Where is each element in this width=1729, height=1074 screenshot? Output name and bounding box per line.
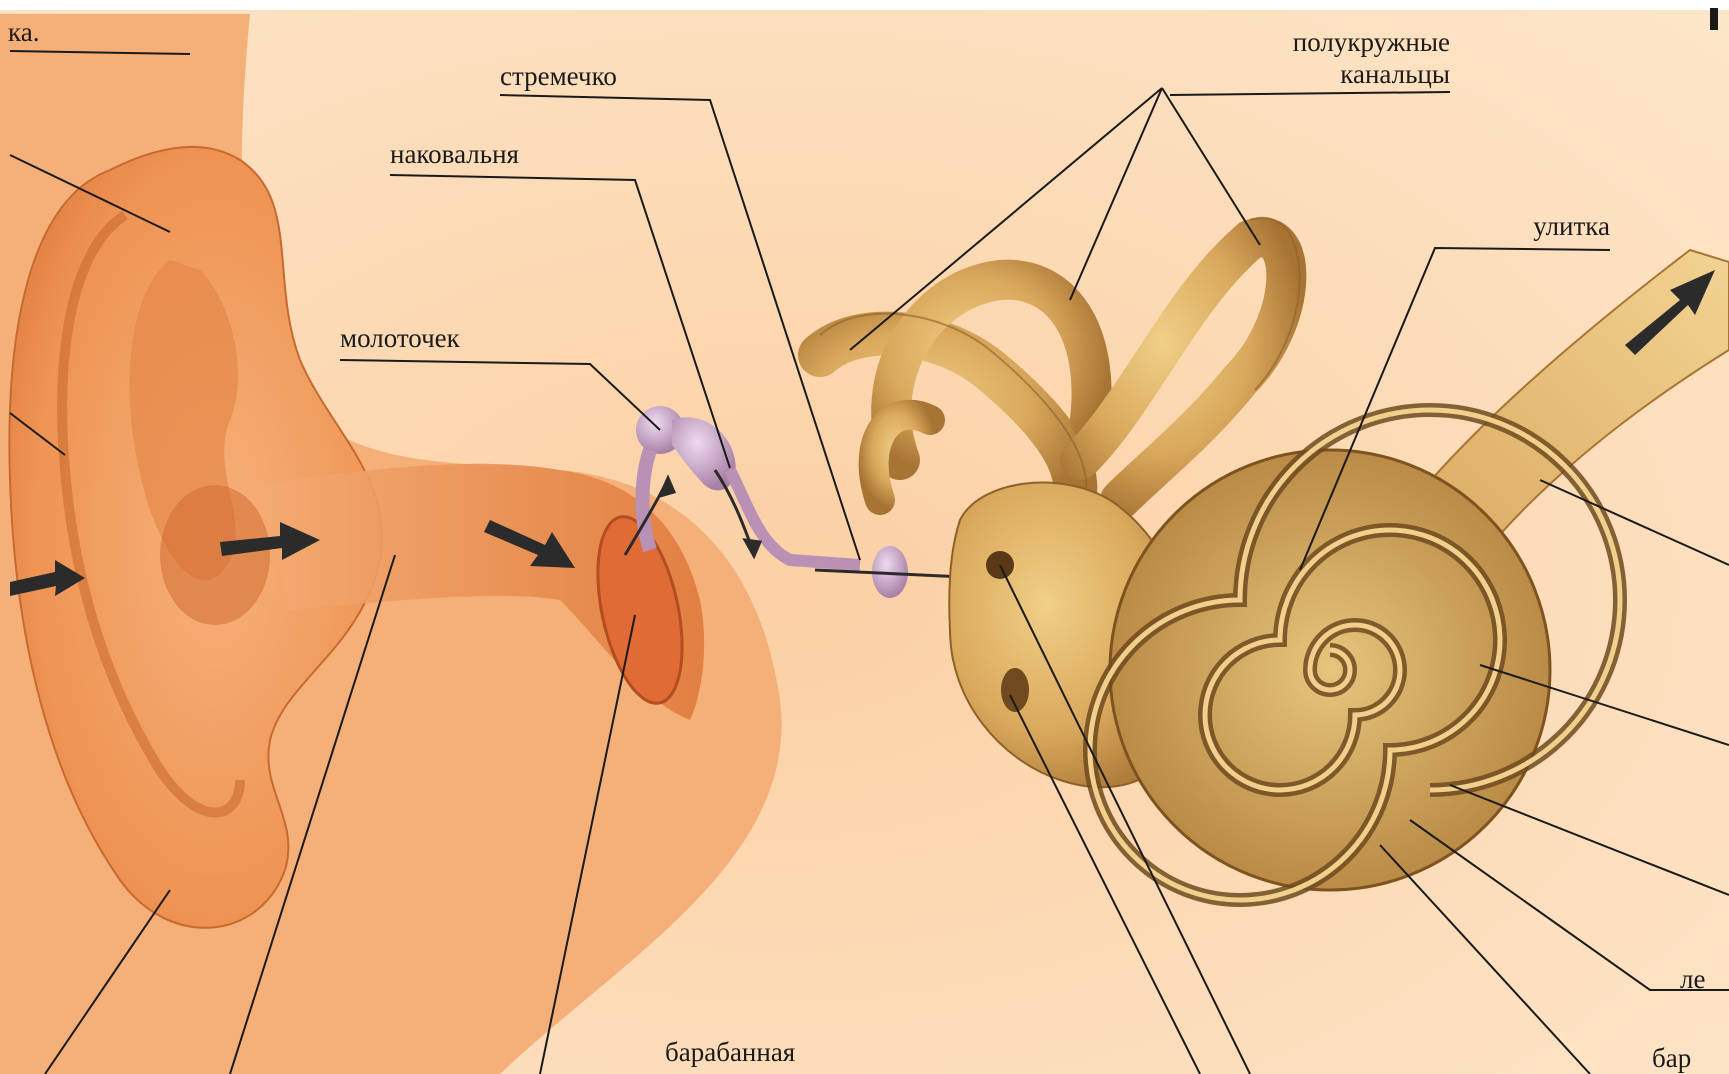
label-stirrup: стремечко — [500, 62, 617, 91]
label-hammer: молоточек — [340, 324, 460, 353]
label-fragment-top-left: ка. — [8, 18, 39, 47]
label-semicircular-canals-2: канальцы — [1180, 60, 1450, 89]
label-eardrum: барабанная — [665, 1038, 795, 1067]
label-anvil: наковальня — [390, 140, 519, 169]
label-fragment-right-1: ле — [1680, 965, 1705, 994]
right-edge-mark — [1710, 8, 1718, 30]
label-semicircular-canals-1: полукружные — [1180, 28, 1450, 57]
label-cochlea: улитка — [1460, 212, 1610, 241]
top-white-strip — [0, 0, 1729, 10]
label-fragment-right-2: бар — [1652, 1044, 1691, 1073]
